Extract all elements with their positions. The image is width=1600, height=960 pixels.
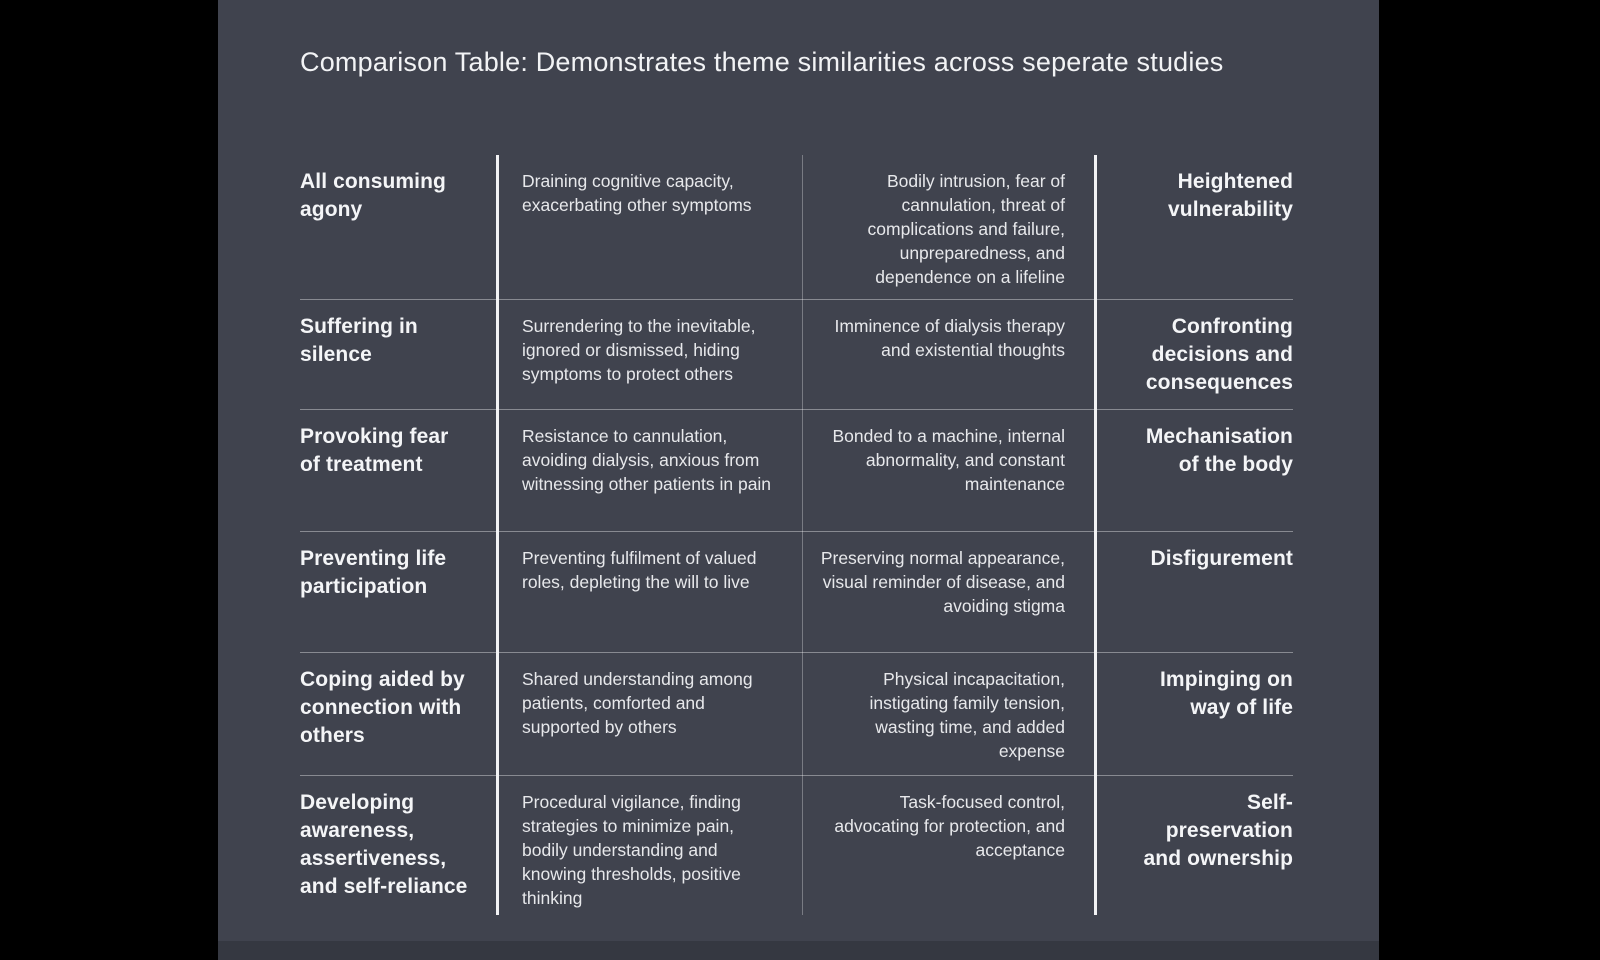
theme-cell-left: Developing awareness, assertiveness, and… bbox=[300, 791, 468, 898]
detail-cell-right: Imminence of dialysis therapy and existe… bbox=[834, 316, 1065, 360]
table-row: Coping aided by connection with others S… bbox=[300, 652, 1293, 775]
detail-cell-left: Shared understanding among patients, com… bbox=[522, 669, 753, 737]
page-title: Comparison Table: Demonstrates theme sim… bbox=[300, 47, 1224, 77]
table-row: Suffering in silence Surrendering to the… bbox=[300, 299, 1293, 409]
table-row: Preventing life participation Preventing… bbox=[300, 531, 1293, 652]
detail-cell-left: Surrendering to the inevitable, ignored … bbox=[522, 316, 756, 384]
slide-canvas: Comparison Table: Demonstrates theme sim… bbox=[218, 0, 1379, 960]
detail-cell-left: Procedural vigilance, finding strategies… bbox=[522, 792, 741, 908]
detail-cell-right: Task-focused control, advocating for pro… bbox=[834, 792, 1065, 860]
theme-cell-left: All consuming agony bbox=[300, 170, 446, 221]
theme-cell-left: Provoking fear of treatment bbox=[300, 425, 449, 476]
theme-cell-left: Suffering in silence bbox=[300, 315, 418, 366]
bottom-shade-strip bbox=[218, 941, 1379, 960]
detail-cell-left: Draining cognitive capacity, exacerbatin… bbox=[522, 171, 752, 215]
theme-cell-left: Preventing life participation bbox=[300, 547, 447, 598]
theme-cell-right: Self-preservation and ownership bbox=[1143, 791, 1293, 870]
table-row: Provoking fear of treatment Resistance t… bbox=[300, 409, 1293, 531]
theme-cell-right: Heightened vulnerability bbox=[1167, 170, 1293, 221]
column-divider-line bbox=[1094, 155, 1097, 915]
detail-cell-right: Bonded to a machine, internal abnormalit… bbox=[832, 426, 1065, 494]
detail-cell-left: Resistance to cannulation, avoiding dial… bbox=[522, 426, 772, 494]
theme-cell-right: Mechanisation of the body bbox=[1145, 425, 1293, 476]
theme-cell-right: Impinging on way of life bbox=[1159, 668, 1293, 719]
column-divider-line bbox=[496, 155, 499, 915]
detail-cell-right: Bodily intrusion, fear of cannulation, t… bbox=[867, 171, 1065, 287]
detail-cell-right: Preserving normal appearance, visual rem… bbox=[820, 548, 1065, 616]
table-row: Developing awareness, assertiveness, and… bbox=[300, 775, 1293, 928]
detail-cell-left: Preventing fulfilment of valued roles, d… bbox=[522, 548, 757, 592]
theme-cell-right: Confronting decisions and consequences bbox=[1145, 315, 1293, 394]
theme-cell-right: Disfigurement bbox=[1150, 547, 1293, 570]
comparison-table: All consuming agony Draining cognitive c… bbox=[300, 155, 1293, 928]
detail-cell-right: Physical incapacitation, instigating fam… bbox=[869, 669, 1065, 761]
table-row: All consuming agony Draining cognitive c… bbox=[300, 155, 1293, 299]
theme-cell-left: Coping aided by connection with others bbox=[300, 668, 465, 747]
column-divider-line-faint bbox=[802, 155, 803, 915]
